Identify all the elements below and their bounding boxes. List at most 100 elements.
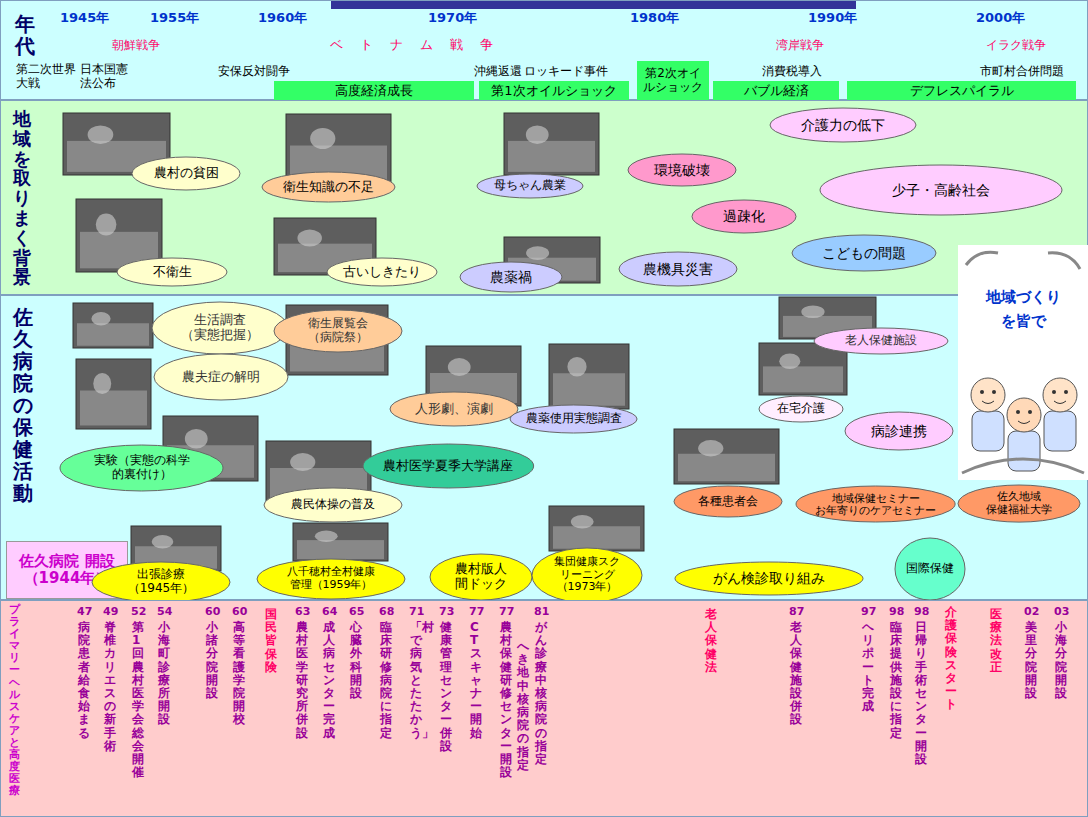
topic-ellipse: こどもの問題: [791, 234, 937, 272]
ellipse-shape: [619, 252, 737, 286]
topic-ellipse: 各種患者会: [673, 485, 783, 518]
topic-text: 母ちゃん農業: [494, 179, 566, 193]
ellipse-shape: [430, 554, 532, 600]
topic-ellipse: 農機具災害: [618, 251, 738, 287]
topic-ellipse: 出張診療 （1945年）: [91, 561, 231, 603]
ellipse-shape: [770, 108, 916, 142]
war-label: 朝鮮戦争: [112, 38, 160, 52]
person-body: [972, 411, 1004, 451]
text-line: 佐久地域: [986, 491, 1052, 504]
text-line: 生活調査: [181, 313, 259, 328]
milestone-text: 成人病センター完成: [323, 621, 335, 740]
photo-detail: [779, 353, 800, 369]
era-text: 第2次オイ ルショック: [643, 67, 703, 95]
row-heading: プライマリーヘルスケアと高度医療: [9, 604, 20, 798]
photo-detail: [91, 312, 110, 326]
ellipse-shape: [692, 200, 796, 233]
photo: [674, 429, 779, 484]
ellipse-shape: [845, 412, 953, 450]
topic-text: 農村の貧困: [154, 166, 219, 181]
topic-text: 地域保健セミナー お年寄りのケアセミナー: [815, 492, 936, 516]
war-label: 湾岸戦争: [776, 38, 824, 52]
ellipse-shape: [796, 486, 955, 522]
mouth: [1018, 421, 1030, 424]
ellipse-shape: [460, 262, 562, 292]
row-heading: 佐久病院の保健活動: [13, 306, 33, 504]
era-bar: 高度経済成長: [274, 81, 474, 101]
era-bar: 第2次オイ ルショック: [637, 61, 709, 101]
eye: [1064, 390, 1068, 394]
text-line: 地域保健セミナー: [815, 492, 936, 504]
ellipse-shape: [274, 310, 402, 352]
topic-text: 少子・高齢社会: [892, 182, 990, 198]
ellipse-shape: [327, 258, 437, 286]
milestone-text: 「村で病気とたたかう」: [410, 621, 422, 740]
topic-text: 佐久地域 保健福祉大学: [986, 491, 1052, 516]
slogan-text: 地域づくり を皆で: [958, 285, 1088, 333]
topic-ellipse: 農村医学夏季大学講座: [362, 443, 535, 489]
year-number: 52: [131, 605, 146, 618]
year-number: 98: [889, 605, 904, 618]
topic-text: 不衛生: [153, 265, 192, 280]
topic-ellipse: 病診連携: [844, 411, 954, 451]
topic-ellipse: 在宅介護: [758, 395, 844, 423]
mouth: [982, 401, 994, 404]
ellipse-shape: [792, 235, 936, 271]
photo-detail: [80, 391, 147, 426]
topic-text: 八千穂村全村健康 管理（1959年）: [287, 566, 375, 591]
year-label: 1970年: [428, 10, 477, 26]
ellipse-shape: [532, 548, 642, 603]
photo-detail: [93, 373, 111, 394]
topic-ellipse: 環境破壊: [627, 153, 737, 187]
milestone-text: 日帰り手術センター開設: [915, 621, 927, 766]
topic-text: 生活調査 （実態把握）: [181, 313, 259, 343]
policy-text: 医療法改正: [990, 608, 1002, 674]
person-face: [1007, 398, 1041, 432]
ellipse-shape: [363, 444, 534, 488]
text-line: 地域づくり: [958, 285, 1088, 309]
ellipse-shape: [820, 165, 1062, 215]
topic-ellipse: 国際保健: [894, 537, 966, 601]
topic-text: 実験（実態の科学 的裏付け）: [94, 454, 190, 482]
eye: [1028, 410, 1032, 414]
year-number: 47: [77, 605, 92, 618]
event-label: 市町村合併問題: [980, 64, 1064, 78]
person-body: [1044, 411, 1076, 451]
text-line: 佐久病院 開設: [19, 553, 114, 570]
photo-detail: [315, 531, 338, 542]
event-label: 消費税導入: [762, 64, 822, 78]
photo-detail: [88, 125, 114, 144]
milestone-text: 臨床研修病院に指定: [380, 621, 392, 740]
year-number: 60: [232, 605, 247, 618]
event-label: 安保反対闘争: [218, 64, 290, 78]
year-label: 1990年: [808, 10, 857, 26]
year-number: 02: [1024, 605, 1039, 618]
year-number: 98: [914, 605, 929, 618]
year-number: 49: [103, 605, 118, 618]
year-number: 54: [157, 605, 172, 618]
photo-detail: [508, 141, 595, 172]
text-line: 的裏付け）: [94, 468, 190, 482]
topic-ellipse: 実験（実態の科学 的裏付け）: [59, 444, 224, 492]
text-line: 保健福祉大学: [986, 504, 1052, 517]
year-number: 77: [499, 605, 514, 618]
milestone-text: 健康管理センター併設: [440, 621, 452, 753]
row-band: 地域を取りまく背景農村の貧困衛生知識の不足母ちゃん農業環境破壊介護力の低下少子・…: [0, 100, 1088, 295]
text-line: 大戦: [16, 76, 76, 90]
year-label: 1955年: [150, 10, 199, 26]
policy-text: 介護保険スタート: [945, 606, 957, 712]
text-line: リーニング: [554, 569, 620, 582]
milestone-text: 農村保健研修センター開設: [500, 621, 512, 779]
year-number: 87: [789, 605, 804, 618]
milestone-text: 第1回農村医学会総会開催: [132, 621, 144, 779]
photo-detail: [290, 453, 315, 471]
photo-detail: [763, 366, 843, 392]
ellipse-shape: [264, 488, 402, 522]
year-number: 97: [861, 605, 876, 618]
era-bar: デフレスパイラル: [847, 81, 1076, 101]
text-line: 間ドック: [455, 577, 507, 592]
topic-text: 古いしきたり: [343, 265, 421, 280]
photo-detail: [96, 214, 117, 236]
topic-text: 老人保健施設: [845, 334, 917, 348]
text-line: （実態把握）: [181, 328, 259, 343]
